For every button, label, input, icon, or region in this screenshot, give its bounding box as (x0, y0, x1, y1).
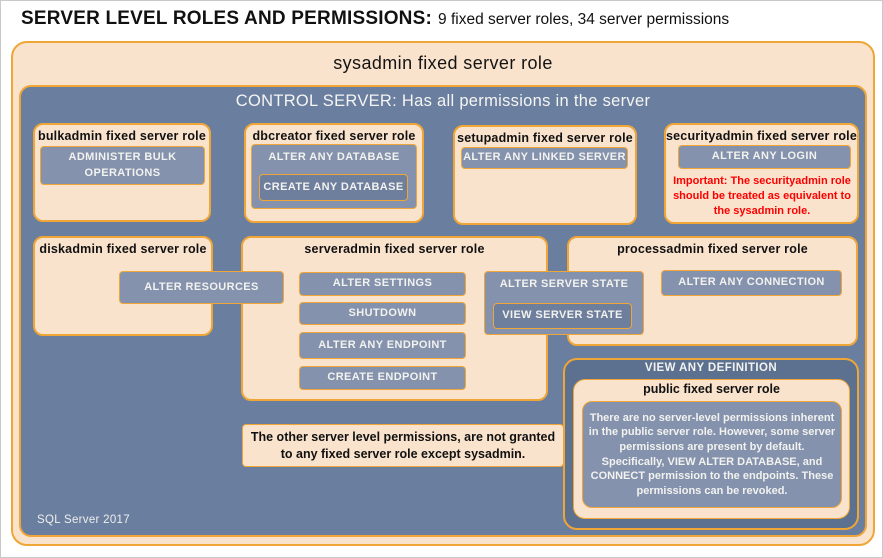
bulkadmin-role-title: bulkadmin fixed server role (38, 129, 206, 143)
diskadmin-role-box: diskadmin fixed server role (33, 236, 213, 336)
page-title-main: SERVER LEVEL ROLES AND PERMISSIONS: (21, 8, 433, 29)
permission-alter-any-connection: ALTER ANY CONNECTION (661, 270, 842, 296)
processadmin-role-title: processadmin fixed server role (617, 242, 808, 256)
permission-create-any-database: CREATE ANY DATABASE (259, 174, 408, 201)
footer-sql-server-version: SQL Server 2017 (37, 514, 130, 526)
permission-alter-any-login: ALTER ANY LOGIN (678, 145, 851, 169)
diskadmin-role-title: diskadmin fixed server role (39, 242, 207, 256)
permission-administer-bulk-operations: ADMINISTER BULK OPERATIONS (40, 146, 205, 185)
securityadmin-role-title: securityadmin fixed server role (666, 129, 858, 143)
permission-view-any-definition: VIEW ANY DEFINITION (644, 362, 778, 374)
control-server-label: CONTROL SERVER: Has all permissions in t… (235, 92, 651, 110)
public-role-description: There are no server-level permissions in… (582, 401, 842, 508)
other-permissions-note: The other server level permissions, are … (242, 424, 564, 467)
public-role-title: public fixed server role (643, 382, 780, 396)
permission-alter-any-linked-server: ALTER ANY LINKED SERVER (461, 147, 628, 169)
securityadmin-warning-text: Important: The securityadmin role should… (673, 175, 851, 217)
permission-view-server-state: VIEW SERVER STATE (493, 303, 632, 329)
setupadmin-role-box: setupadmin fixed server role (453, 125, 637, 225)
sysadmin-role-label: sysadmin fixed server role (333, 53, 553, 73)
page-title-sub: 9 fixed server roles, 34 server permissi… (438, 11, 730, 28)
page-title: SERVER LEVEL ROLES AND PERMISSIONS: 9 fix… (21, 8, 871, 30)
permission-alter-settings: ALTER SETTINGS (299, 272, 466, 296)
securityadmin-role-box: securityadmin fixed server role (664, 123, 859, 224)
permission-alter-resources: ALTER RESOURCES (119, 271, 284, 304)
dbcreator-role-title: dbcreator fixed server role (252, 129, 416, 143)
permission-alter-any-endpoint: ALTER ANY ENDPOINT (299, 332, 466, 359)
permission-shutdown: SHUTDOWN (299, 302, 466, 325)
serveradmin-role-title: serveradmin fixed server role (304, 242, 485, 256)
permission-create-endpoint: CREATE ENDPOINT (299, 366, 466, 390)
setupadmin-role-title: setupadmin fixed server role (457, 131, 633, 145)
